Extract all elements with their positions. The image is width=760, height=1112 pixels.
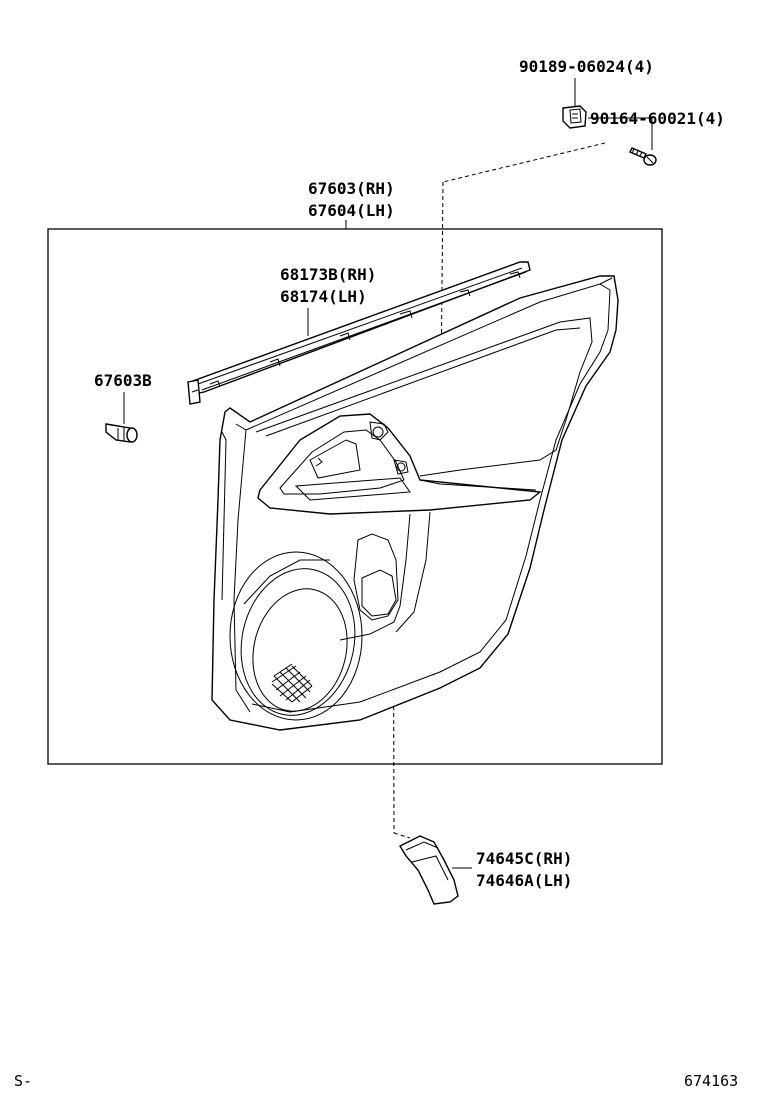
weatherstrip [187, 261, 531, 405]
footer-left: S- [14, 1072, 32, 1090]
door-trim-panel [211, 275, 619, 731]
label-trim-lh: 74646A(LH) [476, 871, 572, 890]
clip-67603b [105, 392, 138, 443]
label-weatherstrip-rh: 68173B(RH) [280, 265, 376, 284]
speaker-grille [271, 663, 313, 703]
label-weatherstrip-lh: 68174(LH) [280, 287, 367, 306]
panel-frame [47, 228, 663, 765]
trim-piece [399, 835, 472, 905]
screw-90164 [588, 117, 657, 166]
label-panel-lh: 67604(LH) [308, 201, 395, 220]
label-clip-90189: 90189-06024(4) [519, 57, 654, 76]
footer-right: 674163 [684, 1072, 738, 1090]
label-panel-rh: 67603(RH) [308, 179, 395, 198]
label-clip-67603b: 67603B [94, 371, 152, 390]
label-trim-rh: 74645C(RH) [476, 849, 572, 868]
label-screw-90164: 90164-60021(4) [590, 109, 725, 128]
screw-leader-dashed [442, 142, 606, 183]
clip-90189 [562, 78, 587, 129]
